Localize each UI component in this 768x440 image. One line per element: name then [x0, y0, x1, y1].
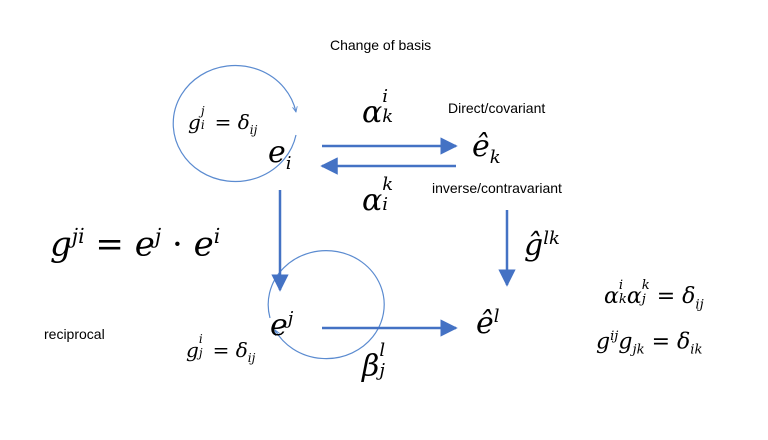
- loop-rhs-sub: ij: [249, 123, 258, 137]
- edge-g-hat: ĝlk: [524, 230, 560, 261]
- loop-sub: j: [198, 345, 203, 360]
- diagram-title: Change of basis: [330, 37, 432, 53]
- id-delta-sub: ik: [690, 342, 703, 358]
- eq-e1-sup: j: [154, 224, 162, 248]
- id-g2: g: [618, 329, 633, 355]
- edge-sub: k: [382, 105, 394, 127]
- loop-sup: i: [198, 332, 203, 347]
- id-g1: g: [596, 329, 611, 355]
- edge-sub: i: [382, 193, 389, 215]
- id-scripts: kjk: [641, 279, 650, 308]
- loop-scripts: ijjj: [198, 333, 206, 360]
- identity-alpha: αikkαkjk = δij: [604, 279, 704, 313]
- label-reciprocal: reciprocal: [44, 326, 105, 342]
- node-ehat-lower-k: êk: [472, 132, 501, 167]
- loop-top-label: gjijj = δij: [188, 105, 258, 137]
- id-a2: α: [626, 284, 642, 309]
- id-g1-sup: ij: [610, 329, 619, 344]
- node-e-upper-j: ej: [270, 310, 293, 341]
- node-base: ê: [476, 306, 494, 341]
- loop-bottom: [267, 250, 385, 360]
- edge-sup: i: [382, 86, 389, 108]
- loop-rhs: δ: [237, 110, 250, 134]
- node-ehat-upper-l: êl: [476, 308, 500, 339]
- edge-base: β: [362, 349, 380, 384]
- loop-lhs: g: [188, 110, 201, 134]
- id-a1: α: [604, 284, 619, 309]
- edge-sup: lk: [543, 228, 560, 249]
- node-sup: l: [493, 306, 500, 327]
- edge-scripts: kikk: [382, 176, 404, 216]
- metric-equation: gji = ej · ei: [50, 224, 221, 265]
- eq-equals: =: [95, 224, 124, 265]
- edge-base: α: [362, 183, 383, 218]
- id-g2-sub: jk: [632, 342, 645, 358]
- loop-bottom-label: gijjj = δij: [186, 333, 256, 365]
- id-sup: k: [641, 277, 650, 293]
- id-delta: δ: [677, 329, 691, 355]
- eq-g: g: [50, 224, 72, 265]
- loop-rhs-sub: ij: [247, 351, 256, 365]
- loop-sub: i: [200, 117, 205, 132]
- node-sub: k: [489, 147, 501, 168]
- node-sub: i: [285, 153, 292, 174]
- edge-base: α: [362, 95, 383, 130]
- loop-sup: j: [200, 104, 205, 119]
- eq-g-sup: ji: [71, 224, 85, 248]
- node-base: e: [268, 135, 286, 170]
- loop-rhs: δ: [235, 338, 248, 362]
- id-sub: j: [641, 292, 646, 308]
- id-delta: δ: [682, 284, 696, 309]
- edge-alpha-bottom: αkikk: [362, 176, 404, 218]
- id-sub: k: [618, 292, 627, 308]
- edge-scripts: ikkk: [382, 88, 404, 128]
- loop-eq: =: [214, 110, 232, 134]
- edge-alpha-top: αikkk: [362, 88, 404, 130]
- identity-metric: gijgjk = δik: [596, 330, 703, 357]
- node-e-lower-i: ei: [268, 138, 292, 173]
- loop-top: [172, 64, 296, 183]
- id-eq: =: [651, 329, 671, 355]
- edge-sub: j: [379, 359, 385, 381]
- edge-sup: k: [382, 174, 394, 196]
- label-inverse: inverse/contravariant: [432, 180, 562, 196]
- node-base: e: [270, 308, 288, 343]
- eq-e1: e: [134, 224, 155, 265]
- id-eq: =: [656, 284, 676, 309]
- edge-scripts: ljkk: [379, 342, 401, 382]
- id-delta-sub: ij: [695, 297, 704, 313]
- node-base: ê: [472, 129, 490, 164]
- label-direct: Direct/covariant: [448, 100, 546, 116]
- edge-base: ĝ: [524, 228, 544, 263]
- loop-eq: =: [212, 338, 230, 362]
- loop-scripts: jijj: [200, 105, 208, 132]
- edge-sup: l: [379, 340, 386, 362]
- edge-beta: βljkk: [362, 342, 401, 384]
- loop-lhs: g: [186, 338, 199, 362]
- id-scripts: ikk: [618, 279, 627, 308]
- eq-e2-sup: i: [213, 224, 221, 248]
- eq-dot: ·: [172, 224, 183, 265]
- eq-e2: e: [193, 224, 214, 265]
- node-sup: j: [287, 308, 294, 329]
- id-sup: i: [618, 277, 624, 293]
